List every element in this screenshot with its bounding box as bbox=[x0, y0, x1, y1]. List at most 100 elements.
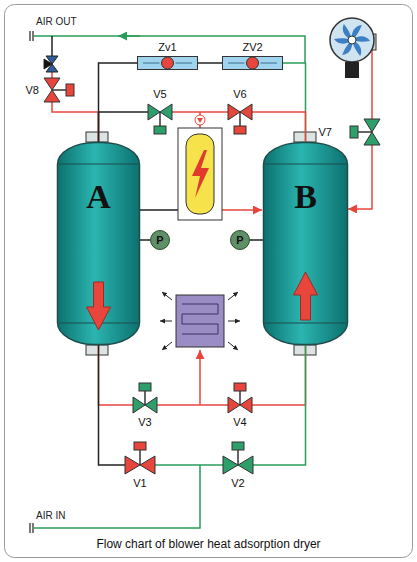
valve-label: V7 bbox=[319, 126, 332, 139]
valve-label: Zv1 bbox=[158, 41, 176, 54]
heater-pipe bbox=[222, 209, 262, 211]
valve-label: V8 bbox=[26, 84, 39, 97]
valve-stem bbox=[144, 391, 146, 405]
valve-actuator bbox=[139, 383, 151, 391]
check-valve bbox=[195, 115, 205, 125]
valve-actuator bbox=[134, 442, 146, 450]
valve-actuator bbox=[350, 126, 358, 138]
pipe-connector bbox=[250, 239, 263, 241]
valve-actuator bbox=[154, 126, 166, 134]
vent-pipe bbox=[51, 36, 53, 56]
heater-pipe bbox=[140, 209, 178, 211]
valve-symbol: V7 bbox=[364, 119, 380, 145]
pipe-end-symbol bbox=[30, 31, 33, 41]
pipe-end-symbol bbox=[30, 523, 33, 533]
solenoid-valve-box-shape bbox=[137, 56, 198, 70]
flow-arrow bbox=[118, 35, 140, 37]
valve-label: V6 bbox=[233, 88, 246, 101]
valve-label: V4 bbox=[233, 416, 246, 429]
valve-symbol-shape bbox=[125, 456, 155, 474]
valve-stem bbox=[237, 450, 239, 465]
solenoid-valve-box: ZV2 bbox=[222, 56, 283, 70]
tower-letter: B bbox=[263, 178, 348, 216]
gauge-letter: P bbox=[231, 231, 249, 249]
valve-label: V1 bbox=[133, 477, 146, 490]
tower-shell bbox=[58, 143, 140, 345]
valve-symbol-shape bbox=[228, 397, 252, 413]
adsorption-tower-shape bbox=[57, 142, 140, 345]
heater bbox=[186, 134, 214, 214]
port-label: AIR OUT bbox=[36, 16, 77, 27]
blower bbox=[330, 18, 374, 62]
pipe-connector bbox=[99, 63, 138, 142]
solenoid-body bbox=[138, 57, 198, 70]
valve-symbol: V1 bbox=[125, 456, 155, 474]
valve-symbol: V5 bbox=[148, 104, 172, 120]
port-label: AIR IN bbox=[36, 510, 65, 521]
heat-arrows bbox=[160, 292, 240, 350]
valve-body bbox=[223, 456, 253, 474]
blower-fan bbox=[334, 23, 370, 58]
three-way-valve bbox=[44, 59, 52, 69]
valve-symbol-shape bbox=[364, 119, 380, 145]
caption: Flow chart of blower heat adsorption dry… bbox=[0, 537, 417, 551]
cooler-coil bbox=[182, 304, 218, 334]
adsorption-tower-shape bbox=[263, 142, 348, 345]
valve-label: V5 bbox=[153, 88, 166, 101]
pipe-connector bbox=[52, 102, 99, 142]
frame bbox=[5, 5, 413, 558]
cooler bbox=[176, 295, 224, 347]
valve-symbol-shape bbox=[148, 104, 172, 120]
valve-symbol-shape bbox=[223, 456, 253, 474]
tower-shell bbox=[264, 143, 348, 345]
pipe-connector bbox=[253, 345, 306, 465]
blower-motor bbox=[345, 62, 359, 78]
solenoid-coil bbox=[162, 57, 174, 69]
valve-symbol-shape bbox=[228, 104, 252, 120]
solenoid-valve-box-shape bbox=[222, 56, 283, 70]
valve-stem bbox=[159, 112, 161, 126]
valve-label: V3 bbox=[138, 416, 151, 429]
valve-symbol: V8 bbox=[44, 78, 60, 102]
check-valve bbox=[197, 118, 203, 123]
pipe-connector bbox=[155, 464, 223, 466]
valve-label: V2 bbox=[231, 477, 244, 490]
pipe-connector bbox=[252, 345, 306, 405]
pipe-connector bbox=[99, 112, 149, 142]
valve-body bbox=[228, 397, 252, 413]
pipe-connector bbox=[99, 345, 134, 405]
pipe-connector bbox=[348, 145, 372, 209]
valve-symbol-shape bbox=[133, 397, 157, 413]
valve-actuator bbox=[66, 84, 74, 96]
adsorption-tower: B bbox=[263, 142, 348, 345]
valve-actuator bbox=[234, 383, 246, 391]
valve-actuator bbox=[234, 126, 246, 134]
valve-body bbox=[44, 78, 60, 102]
pipe-connector bbox=[140, 239, 150, 241]
gauge-letter: P bbox=[151, 231, 169, 249]
valve-stem bbox=[358, 131, 372, 133]
flange bbox=[86, 132, 108, 142]
pipe-connector bbox=[283, 63, 306, 142]
valve-stem bbox=[239, 391, 241, 405]
heater-symbol bbox=[192, 150, 209, 198]
solenoid-coil bbox=[247, 57, 259, 69]
adsorption-tower: A bbox=[57, 142, 140, 345]
valve-actuator bbox=[232, 442, 244, 450]
pipe-connector bbox=[252, 112, 306, 142]
valve-symbol-shape bbox=[44, 78, 60, 102]
vent-pipe bbox=[51, 72, 53, 78]
pipe-connector bbox=[198, 62, 222, 64]
cooler-pipe bbox=[199, 350, 201, 405]
pressure-gauge: P bbox=[230, 230, 250, 250]
pressure-gauge: P bbox=[150, 230, 170, 250]
valve-stem bbox=[239, 112, 241, 126]
pipe-connector bbox=[172, 111, 228, 113]
valve-body bbox=[133, 397, 157, 413]
tower-letter: A bbox=[57, 178, 140, 216]
valve-body bbox=[148, 104, 172, 120]
valve-symbol: V6 bbox=[228, 104, 252, 120]
air-in-pipe bbox=[34, 465, 200, 528]
valve-label: ZV2 bbox=[242, 41, 262, 54]
